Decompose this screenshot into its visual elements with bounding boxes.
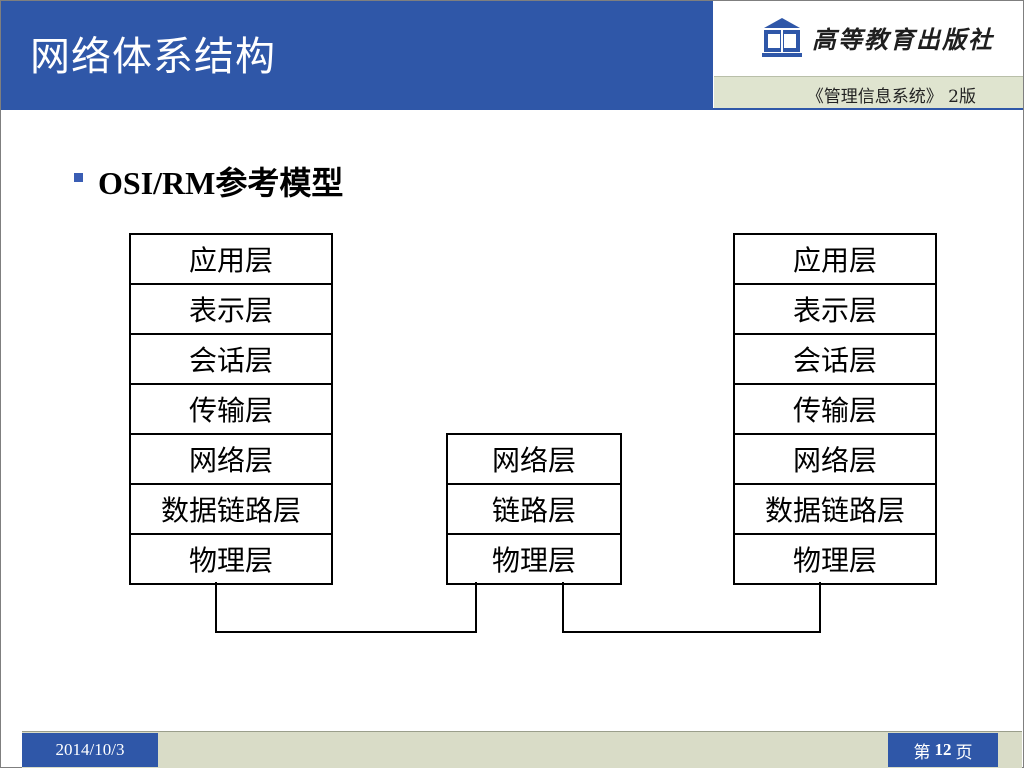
link-middle-to-right (562, 582, 821, 633)
layer-cell: 网络层 (131, 435, 331, 485)
right-osi-stack: 应用层表示层会话层传输层网络层数据链路层物理层 (733, 233, 937, 585)
page-number: 12 (934, 740, 952, 759)
layer-cell: 数据链路层 (735, 485, 935, 535)
layer-cell: 会话层 (131, 335, 331, 385)
page-suffix: 页 (955, 742, 973, 762)
layer-cell: 表示层 (735, 285, 935, 335)
layer-cell: 物理层 (735, 535, 935, 585)
page-prefix: 第 (913, 742, 931, 762)
publisher-logo-icon (762, 18, 802, 57)
header-rule (1, 108, 1023, 110)
left-osi-stack: 应用层表示层会话层传输层网络层数据链路层物理层 (129, 233, 333, 585)
footer-date: 2014/10/3 (22, 733, 158, 767)
layer-cell: 网络层 (735, 435, 935, 485)
layer-cell: 应用层 (131, 235, 331, 285)
layer-cell: 物理层 (448, 535, 620, 585)
layer-cell: 表示层 (131, 285, 331, 335)
publisher-name: 高等教育出版社 (812, 25, 994, 54)
middle-relay-stack: 网络层链路层物理层 (446, 433, 622, 585)
layer-cell: 链路层 (448, 485, 620, 535)
layer-cell: 会话层 (735, 335, 935, 385)
layer-cell: 物理层 (131, 535, 331, 585)
layer-cell: 数据链路层 (131, 485, 331, 535)
footer-page-number: 第 12 页 (888, 733, 998, 767)
footer-bar (22, 731, 1022, 768)
layer-cell: 传输层 (735, 385, 935, 435)
link-left-to-middle (215, 582, 477, 633)
header-banner: 网络体系结构 (1, 1, 713, 109)
layer-cell: 网络层 (448, 435, 620, 485)
layer-cell: 应用层 (735, 235, 935, 285)
slide-title: 网络体系结构 (30, 34, 276, 80)
bullet-heading: OSI/RM参考模型 (98, 165, 344, 201)
layer-cell: 传输层 (131, 385, 331, 435)
book-title-bar (714, 76, 1023, 109)
book-title: 《管理信息系统》 2版 (806, 87, 976, 107)
bullet-square-icon (74, 173, 83, 182)
